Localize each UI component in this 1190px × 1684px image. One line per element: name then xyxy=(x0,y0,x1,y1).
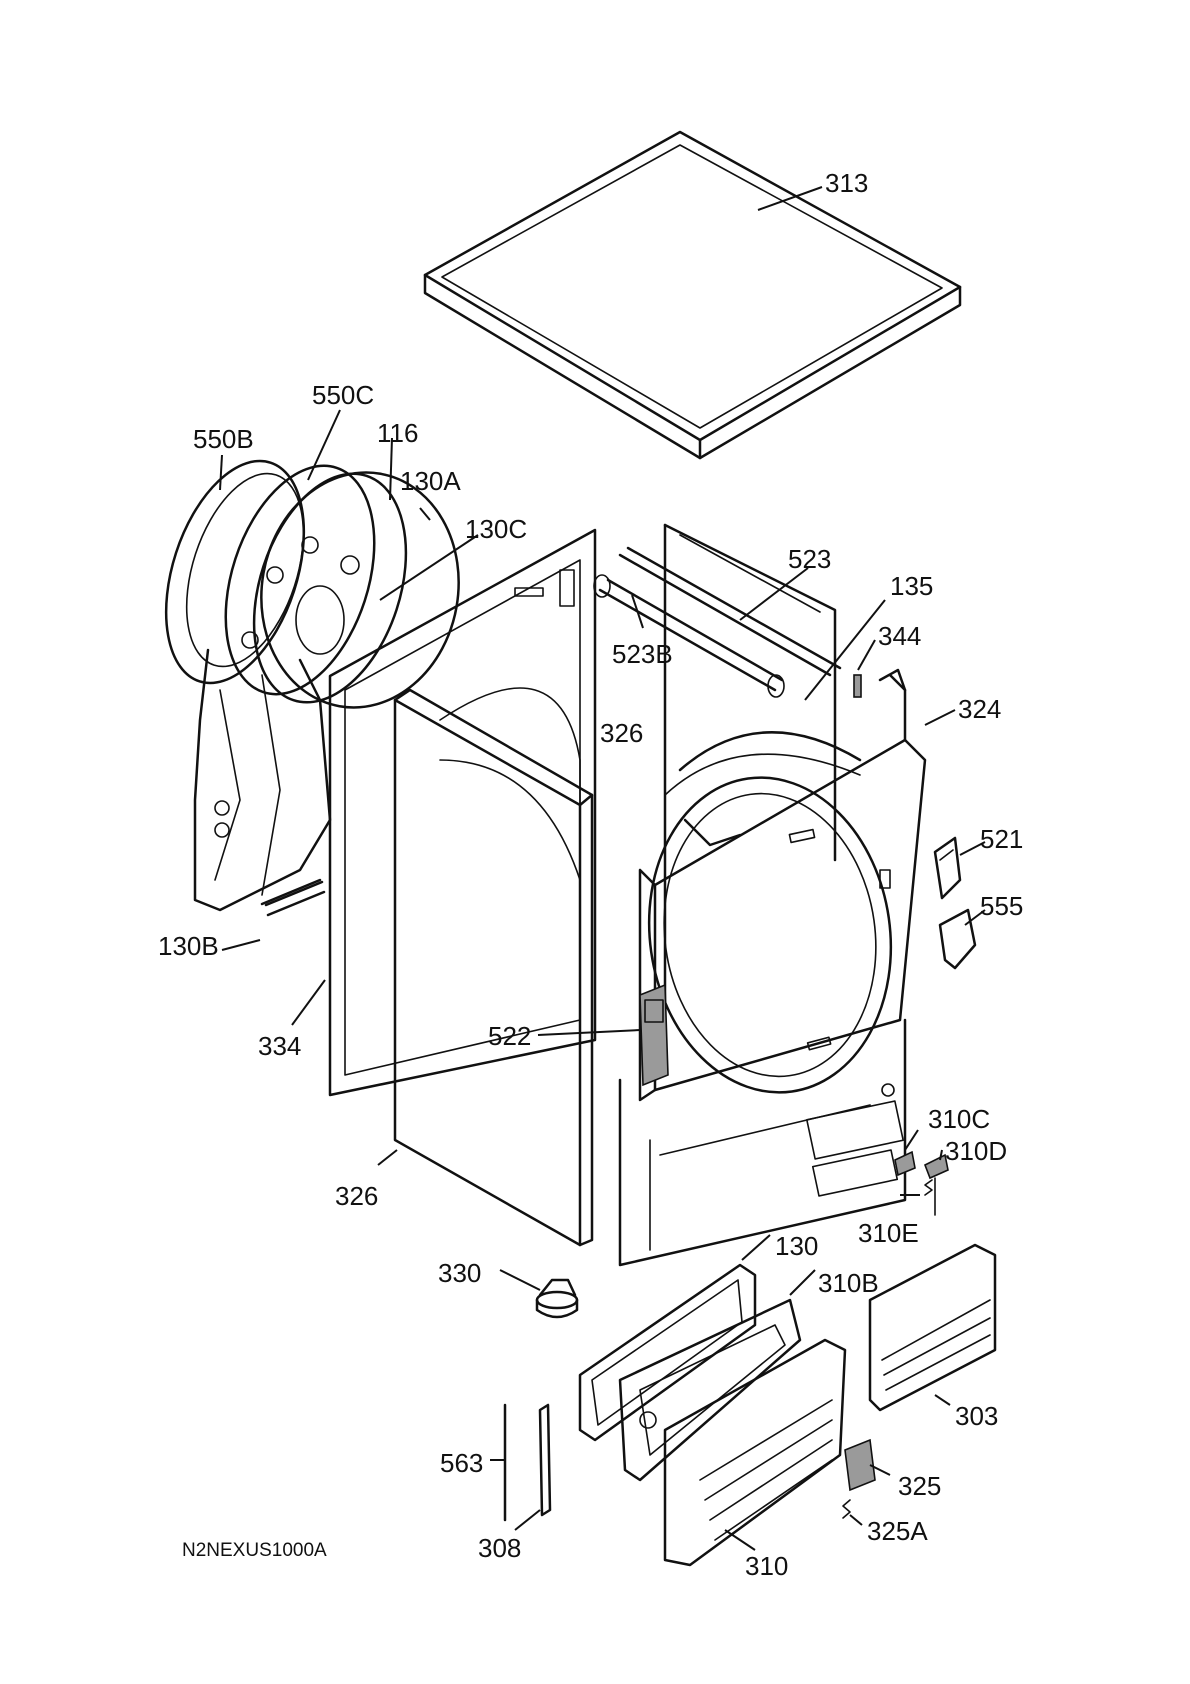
callout-550c: 550C xyxy=(312,380,374,410)
callout-344: 344 xyxy=(878,621,921,651)
foot-330-part xyxy=(535,1278,579,1319)
door-switch-part xyxy=(639,983,669,1087)
callout-308: 308 xyxy=(478,1533,521,1563)
callout-563: 563 xyxy=(440,1448,483,1478)
lower-cabinet-part xyxy=(618,1018,907,1267)
callout-135: 135 xyxy=(890,571,933,601)
rear-rail-part xyxy=(593,523,842,1032)
door-frame-310b-part xyxy=(618,1298,802,1482)
callout-326-bottom: 326 xyxy=(335,1181,378,1211)
callout-130a: 130A xyxy=(400,466,461,496)
spring-310e-part xyxy=(924,1179,933,1196)
left-side-panel-part xyxy=(393,688,594,1247)
callout-334: 334 xyxy=(258,1031,301,1061)
callout-310b: 310B xyxy=(818,1268,879,1298)
callout-325a: 325A xyxy=(867,1516,928,1546)
callout-130c: 130C xyxy=(465,514,527,544)
callout-313: 313 xyxy=(825,168,868,198)
cover-555-part xyxy=(938,908,977,970)
callout-310c: 310C xyxy=(928,1104,990,1134)
callout-130b: 130B xyxy=(158,931,219,961)
kickplate-303-part xyxy=(868,1243,997,1412)
hinge-310c-part xyxy=(894,1150,916,1177)
callout-310d: 310D xyxy=(945,1136,1007,1166)
callout-326-top: 326 xyxy=(600,718,643,748)
rear-panel-part xyxy=(328,528,597,1097)
callout-324: 324 xyxy=(958,694,1001,724)
drawing-code: N2NEXUS1000A xyxy=(182,1540,327,1561)
clip-344-part xyxy=(853,674,862,698)
callout-523b: 523B xyxy=(612,639,673,669)
rear-drum-assembly-part xyxy=(164,459,460,912)
callout-330: 330 xyxy=(438,1258,481,1288)
top-cover-part xyxy=(423,130,962,460)
door-310-part xyxy=(663,1338,847,1567)
callout-116: 116 xyxy=(377,418,418,448)
strip-130b-part xyxy=(264,880,326,917)
cover-521-part xyxy=(933,836,962,900)
spring-325a-part xyxy=(842,1499,851,1519)
hinge-strip-308-part xyxy=(538,1403,552,1517)
callout-555: 555 xyxy=(980,891,1023,921)
callout-310: 310 xyxy=(745,1551,788,1581)
callout-522: 522 xyxy=(488,1021,531,1051)
callout-550b: 550B xyxy=(193,424,254,454)
callout-310e: 310E xyxy=(858,1218,919,1248)
callout-523: 523 xyxy=(788,544,831,574)
hinge-310d-part xyxy=(923,1153,949,1216)
latch-325-part xyxy=(844,1438,876,1492)
callout-130: 130 xyxy=(775,1231,818,1261)
callout-303: 303 xyxy=(955,1401,998,1431)
door-seal-130-part xyxy=(578,1263,757,1442)
callout-521: 521 xyxy=(980,824,1023,854)
callout-labels: 313 550C 550B 116 130A 130C 523 135 523B… xyxy=(158,168,1023,1581)
leader-lines xyxy=(219,186,986,1551)
front-panel-part xyxy=(638,668,927,1102)
callout-325: 325 xyxy=(898,1471,941,1501)
